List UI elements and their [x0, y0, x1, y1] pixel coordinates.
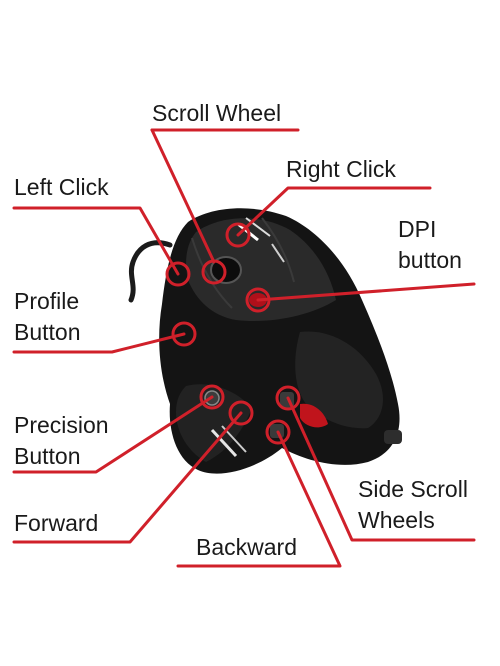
label-backward-line1: Backward [196, 534, 297, 560]
label-forward: Forward [14, 508, 98, 539]
label-forward-line1: Forward [14, 510, 99, 536]
marker-right-click [225, 222, 251, 248]
label-right-click-line1: Right Click [286, 156, 396, 182]
right-button-edge [261, 217, 295, 283]
leader-dpi-button [256, 282, 476, 302]
leader-lines [12, 128, 476, 568]
marker-profile-button [171, 321, 197, 347]
leader-side-scroll-wheels [286, 396, 476, 542]
accent-stripe-3 [271, 243, 285, 263]
height-knob [384, 430, 402, 444]
label-left-click: Left Click [14, 172, 109, 203]
label-dpi-button-line2: button [398, 247, 462, 273]
left-button-edge [191, 237, 233, 309]
label-scroll-wheel: Scroll Wheel [152, 98, 281, 129]
leader-forward [12, 411, 243, 544]
leader-scroll-wheel-pointer [150, 128, 216, 264]
marker-left-click [165, 261, 191, 287]
side-slash-1 [210, 428, 238, 458]
leader-right-click [236, 186, 432, 237]
leader-precision-button [12, 395, 214, 474]
label-left-click-line1: Left Click [14, 174, 109, 200]
label-profile-button: Profile Button [14, 286, 81, 348]
mouse-cable [128, 240, 173, 303]
accent-stripe-2 [245, 217, 271, 237]
label-backward: Backward [196, 532, 297, 563]
label-precision-button-line2: Button [14, 443, 81, 469]
label-side-scroll-wheels-line1: Side Scroll [358, 476, 468, 502]
top-shell [186, 218, 336, 322]
label-profile-button-line1: Profile [14, 288, 80, 314]
marker-precision-button [199, 384, 225, 410]
palm-rest [295, 331, 383, 429]
label-profile-button-line2: Button [14, 319, 81, 345]
label-side-scroll-wheels: Side Scroll Wheels [358, 474, 468, 536]
marker-side-scroll-wheels [275, 385, 301, 411]
label-precision-button-line1: Precision [14, 412, 109, 438]
marker-forward [228, 400, 254, 426]
leader-backward [176, 430, 342, 568]
leader-left-click [12, 206, 180, 276]
label-dpi-button-line1: DPI [398, 216, 437, 242]
label-dpi-button: DPI button [398, 214, 462, 276]
side-glow [300, 403, 328, 428]
label-precision-button: Precision Button [14, 410, 109, 472]
label-right-click: Right Click [286, 154, 396, 185]
label-side-scroll-wheels-line2: Wheels [358, 507, 435, 533]
label-scroll-wheel-line1: Scroll Wheel [152, 100, 282, 126]
leader-profile-button [12, 332, 186, 354]
marker-backward [265, 419, 291, 445]
